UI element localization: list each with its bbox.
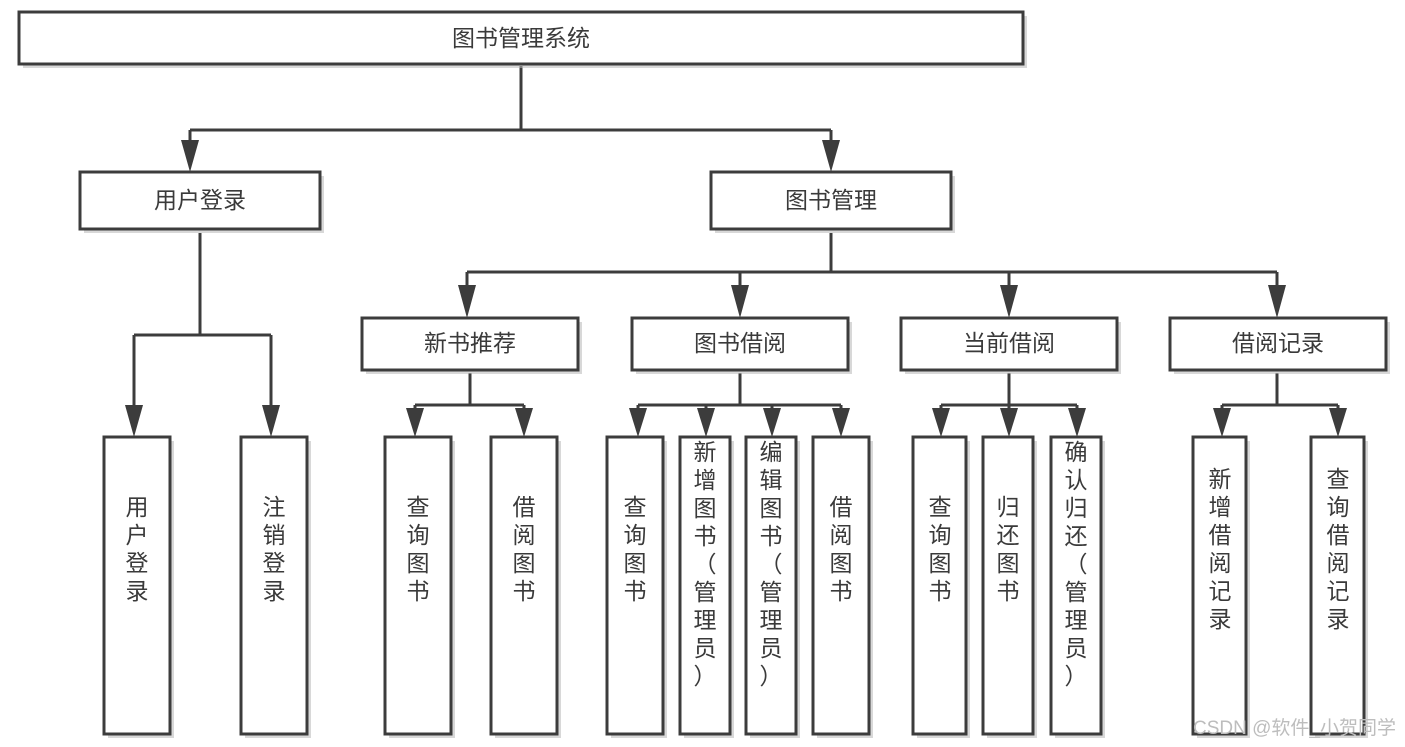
node-leaf-borrow-book-2[interactable]: 借阅图书 [811, 435, 873, 738]
node-user-login[interactable]: 用户登录 [78, 170, 324, 233]
leaf-4-label: 查询图书 [624, 494, 647, 604]
node-leaf-borrow-book-1[interactable]: 借阅图书 [489, 435, 561, 738]
arrow-bb-leaf-2 [697, 408, 715, 437]
cb-box [899, 316, 1119, 372]
leaf-7-label: 借阅图书 [830, 494, 853, 604]
leaf-2-box [383, 435, 453, 736]
arrow-user-login-leaf-1 [125, 405, 143, 437]
node-leaf-confirm-return[interactable]: 确认归还（管理员） [1049, 435, 1105, 738]
nbr-label: 新书推荐 [424, 330, 516, 356]
leaf-3-label: 借阅图书 [513, 494, 536, 604]
node-leaf-query-book-3[interactable]: 查询图书 [911, 435, 970, 738]
node-book-borrow[interactable]: 图书借阅 [630, 316, 852, 374]
leaf-10-label: 确认归还（管理员） [1065, 439, 1088, 689]
bb-box [630, 316, 850, 372]
nbr-box [360, 316, 580, 372]
leaf-4-box [605, 435, 665, 736]
arrow-bm-to-new-book-recommend [458, 285, 476, 318]
arrow-bb-leaf-3 [763, 408, 781, 437]
node-current-borrow[interactable]: 当前借阅 [899, 316, 1121, 374]
cb-label: 当前借阅 [963, 330, 1055, 356]
leaf-12-label: 查询借阅记录 [1327, 466, 1350, 632]
arrow-bm-to-current-borrow [1000, 285, 1018, 318]
user-login-label: 用户登录 [154, 187, 246, 213]
arrow-nbr-leaf-1 [406, 408, 424, 437]
arrow-root-to-user-login [181, 140, 199, 172]
leaf-0-label: 用户登录 [126, 494, 149, 604]
arrow-bm-to-borrow-record [1268, 285, 1286, 318]
leaf-5-box [678, 435, 732, 736]
node-leaf-return-book[interactable]: 归还图书 [981, 435, 1037, 738]
leaf-8-label: 查询图书 [929, 494, 952, 604]
arrow-bb-leaf-4 [832, 408, 850, 437]
node-root[interactable]: 图书管理系统 [17, 10, 1027, 68]
bb-label: 图书借阅 [694, 330, 786, 356]
arrow-br-leaf-2 [1329, 408, 1347, 437]
leaf-6-label: 编辑图书（管理员） [760, 439, 783, 689]
leaf-9-label: 归还图书 [997, 494, 1020, 604]
arrow-nbr-leaf-2 [515, 408, 533, 437]
node-borrow-record[interactable]: 借阅记录 [1168, 316, 1390, 374]
node-leaf-user-logout[interactable]: 注销登录 [239, 435, 311, 738]
node-leaf-query-book-1[interactable]: 查询图书 [383, 435, 455, 738]
arrow-bm-to-book-borrow [731, 285, 749, 318]
user-login-box [78, 170, 322, 231]
leaf-6-box [744, 435, 798, 736]
node-leaf-add-book[interactable]: 新增图书（管理员） [678, 435, 734, 738]
node-leaf-query-book-2[interactable]: 查询图书 [605, 435, 667, 738]
node-book-management[interactable]: 图书管理 [709, 170, 955, 233]
root-label: 图书管理系统 [452, 25, 590, 51]
leaf-2-label: 查询图书 [407, 494, 430, 604]
node-leaf-add-record[interactable]: 新增借阅记录 [1191, 435, 1250, 738]
arrow-cb-leaf-1 [932, 408, 950, 437]
node-leaf-query-record[interactable]: 查询借阅记录 [1309, 435, 1368, 738]
arrow-user-login-leaf-2 [262, 405, 280, 437]
leaf-11-box [1191, 435, 1248, 736]
arrow-bb-leaf-1 [629, 408, 647, 437]
leaf-1-label: 注销登录 [263, 494, 286, 604]
root-box [17, 10, 1025, 66]
connector-layer [125, 66, 1347, 437]
leaf-1-box [239, 435, 309, 736]
leaf-7-box [811, 435, 871, 736]
node-leaf-user-login[interactable]: 用户登录 [102, 435, 174, 738]
arrow-cb-leaf-3 [1068, 408, 1086, 437]
br-box [1168, 316, 1388, 372]
leaf-12-box [1309, 435, 1366, 736]
csdn-watermark: CSDN @软件_小贺同学 [1193, 717, 1396, 739]
arrow-root-to-book-management [822, 140, 840, 172]
node-leaf-edit-book[interactable]: 编辑图书（管理员） [744, 435, 800, 738]
book-management-label: 图书管理 [785, 187, 877, 213]
arrow-br-leaf-1 [1213, 408, 1231, 437]
leaf-3-box [489, 435, 559, 736]
leaf-nodes-layer: 用户登录 注销登录 查询图书 借阅图书 查询图书 新增图书（管理员） [102, 435, 1368, 738]
node-new-book-recommend[interactable]: 新书推荐 [360, 316, 582, 374]
leaf-10-box [1049, 435, 1103, 736]
leaf-11-label: 新增借阅记录 [1209, 466, 1232, 632]
leaf-0-box [102, 435, 172, 736]
leaf-8-box [911, 435, 968, 736]
leaf-5-label: 新增图书（管理员） [694, 439, 717, 689]
leaf-9-box [981, 435, 1035, 736]
br-label: 借阅记录 [1232, 330, 1324, 356]
book-management-box [709, 170, 953, 231]
arrow-cb-leaf-2 [1000, 408, 1018, 437]
